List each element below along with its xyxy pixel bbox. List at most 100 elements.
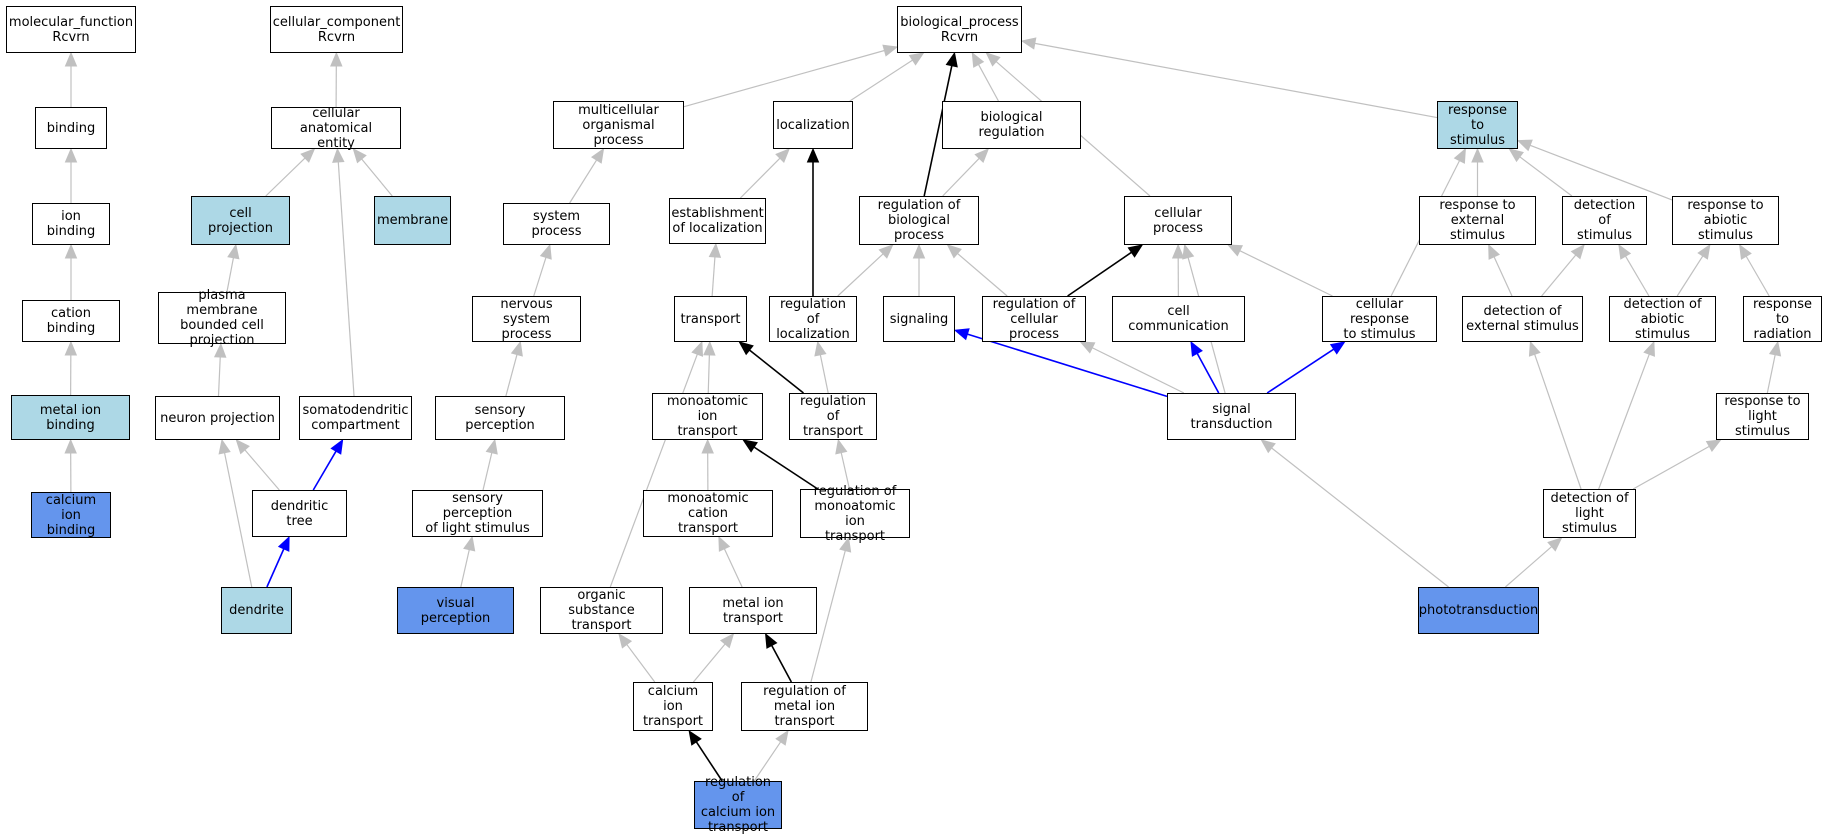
go-term-regmetal[interactable]: regulation of metal ion transport — [741, 682, 868, 731]
edge-regtrans-to-regloc — [814, 340, 829, 394]
go-term-regbp[interactable]: regulation of biological process — [859, 196, 979, 245]
go-term-visperc[interactable]: visual perception — [397, 587, 514, 634]
go-term-regcp[interactable]: regulation of cellular process — [982, 296, 1086, 342]
go-term-binding[interactable]: binding — [35, 107, 107, 149]
go-term-nsp[interactable]: nervous system process — [472, 296, 581, 342]
edge-arrowhead — [912, 243, 926, 259]
edge-line — [1239, 250, 1333, 297]
go-term-multicell[interactable]: multicellular organismal process — [553, 101, 684, 149]
go-term-local[interactable]: localization — [773, 101, 853, 149]
go-term-metalbind[interactable]: metal ion binding — [11, 395, 130, 440]
edge-arrowhead — [463, 535, 476, 552]
edge-line — [707, 354, 710, 394]
edge-line — [1091, 347, 1185, 394]
edge-arrowhead — [708, 242, 722, 258]
edge-line — [819, 354, 829, 394]
go-term-bp[interactable]: biological_process Rcvrn — [897, 6, 1022, 53]
go-term-somato[interactable]: somatodendritic compartment — [299, 396, 412, 440]
edge-arrowhead — [64, 147, 78, 163]
go-term-detext[interactable]: detection of external stimulus — [1462, 296, 1583, 342]
edge-detext-to-respext — [1488, 243, 1513, 297]
go-term-dendrite[interactable]: dendrite — [221, 587, 292, 634]
go-term-detlight[interactable]: detection of light stimulus — [1543, 489, 1636, 538]
edge-ionbind-to-binding — [64, 147, 78, 203]
go-term-detabio[interactable]: detection of abiotic stimulus — [1609, 296, 1716, 342]
edge-regmono-to-monoion — [742, 439, 819, 490]
edge-neuronproj-to-pmbcp — [213, 342, 227, 397]
go-term-pmbcp[interactable]: plasma membrane bounded cell projection — [158, 288, 286, 348]
go-term-membrane[interactable]: membrane — [374, 196, 451, 245]
edge-line — [749, 349, 804, 394]
go-term-regtrans[interactable]: regulation of transport — [789, 393, 877, 440]
go-term-detstim[interactable]: detection of stimulus — [1562, 196, 1647, 245]
go-term-metaltr[interactable]: metal ion transport — [689, 587, 817, 634]
go-term-cae[interactable]: cellular anatomical entity — [271, 106, 401, 151]
go-term-cellproc[interactable]: cellular process — [1124, 196, 1232, 245]
go-term-splight[interactable]: sensory perception of light stimulus — [412, 490, 543, 537]
edge-line — [967, 333, 1168, 398]
go-term-cc[interactable]: cellular_component Rcvrn — [270, 6, 403, 53]
go-term-cellresp[interactable]: cellular response to stimulus — [1322, 296, 1437, 342]
go-term-cabind[interactable]: calcium ion binding — [31, 492, 111, 538]
go-term-transport[interactable]: transport — [674, 296, 747, 342]
edge-estloc-to-local — [739, 148, 791, 199]
go-term-regcatr[interactable]: regulation of calcium ion transport — [694, 775, 782, 835]
edge-line — [312, 450, 337, 491]
go-term-bioreg[interactable]: biological regulation — [942, 101, 1081, 149]
edge-local-to-bp — [849, 52, 925, 102]
go-term-signaling[interactable]: signaling — [883, 296, 955, 342]
go-term-cationbind[interactable]: cation binding — [22, 300, 120, 342]
edge-line — [711, 256, 716, 297]
edge-resplight-to-respradi — [1766, 340, 1782, 394]
go-term-regmono[interactable]: regulation of monoatomic ion transport — [800, 484, 910, 544]
edge-arrowhead — [235, 439, 250, 455]
go-term-monocat[interactable]: monoatomic cation transport — [643, 490, 773, 537]
edge-arrowhead — [352, 148, 367, 164]
edge-regloc-to-local — [806, 147, 820, 296]
go-term-respstim[interactable]: response to stimulus — [1437, 101, 1518, 149]
go-term-regloc[interactable]: regulation of localization — [769, 296, 857, 342]
edge-detstim-to-respstim — [1508, 148, 1573, 197]
edge-arrowhead — [1739, 243, 1752, 260]
go-term-photo[interactable]: phototransduction — [1418, 587, 1539, 634]
edge-arrowhead — [1516, 139, 1533, 152]
edge-arrowhead — [1643, 340, 1655, 357]
edge-line — [692, 643, 726, 683]
edge-arrowhead — [701, 438, 714, 454]
edge-arrowhead — [227, 243, 240, 260]
edge-line — [361, 158, 393, 197]
edge-sigtrans-to-cellcomm — [1190, 340, 1220, 394]
edge-line — [1598, 353, 1650, 490]
edge-line — [1529, 144, 1673, 201]
edge-line — [337, 161, 355, 397]
go-term-respradi[interactable]: response to radiation — [1743, 296, 1822, 342]
go-term-monoion[interactable]: monoatomic ion transport — [652, 393, 763, 440]
go-term-catr[interactable]: calcium ion transport — [633, 682, 713, 731]
edge-sysproc-to-multicell — [569, 147, 605, 204]
go-term-sigtrans[interactable]: signal transduction — [1167, 393, 1296, 440]
edge-splight-to-sensperc — [482, 438, 498, 491]
go-term-sensperc[interactable]: sensory perception — [435, 396, 565, 440]
go-term-dtree[interactable]: dendritic tree — [252, 490, 347, 537]
go-term-orgsub[interactable]: organic substance transport — [540, 587, 663, 634]
go-term-mf[interactable]: molecular_function Rcvrn — [6, 6, 136, 53]
go-term-sysproc[interactable]: system process — [503, 203, 610, 245]
go-term-respabio[interactable]: response to abiotic stimulus — [1672, 196, 1779, 245]
edge-line — [505, 354, 518, 397]
edge-line — [217, 356, 221, 397]
edge-arrowhead — [908, 52, 925, 66]
edge-detlight-to-detabio — [1598, 340, 1655, 490]
go-term-cellproj[interactable]: cell projection — [191, 196, 290, 245]
go-term-cellcomm[interactable]: cell communication — [1112, 296, 1245, 342]
go-term-neuronproj[interactable]: neuron projection — [155, 396, 280, 440]
edge-line — [482, 452, 493, 491]
edge-arrowhead — [765, 632, 778, 649]
go-term-ionbind[interactable]: ion binding — [32, 203, 110, 245]
edge-regloc-to-regbp — [837, 244, 894, 297]
edge-detlight-to-resplight — [1632, 439, 1722, 490]
go-term-respext[interactable]: response to external stimulus — [1419, 196, 1536, 245]
edge-sigtrans-to-cellresp — [1266, 341, 1346, 394]
go-term-estloc[interactable]: establishment of localization — [669, 198, 766, 244]
edge-arrowhead — [485, 438, 498, 455]
go-term-resplight[interactable]: response to light stimulus — [1716, 393, 1809, 440]
